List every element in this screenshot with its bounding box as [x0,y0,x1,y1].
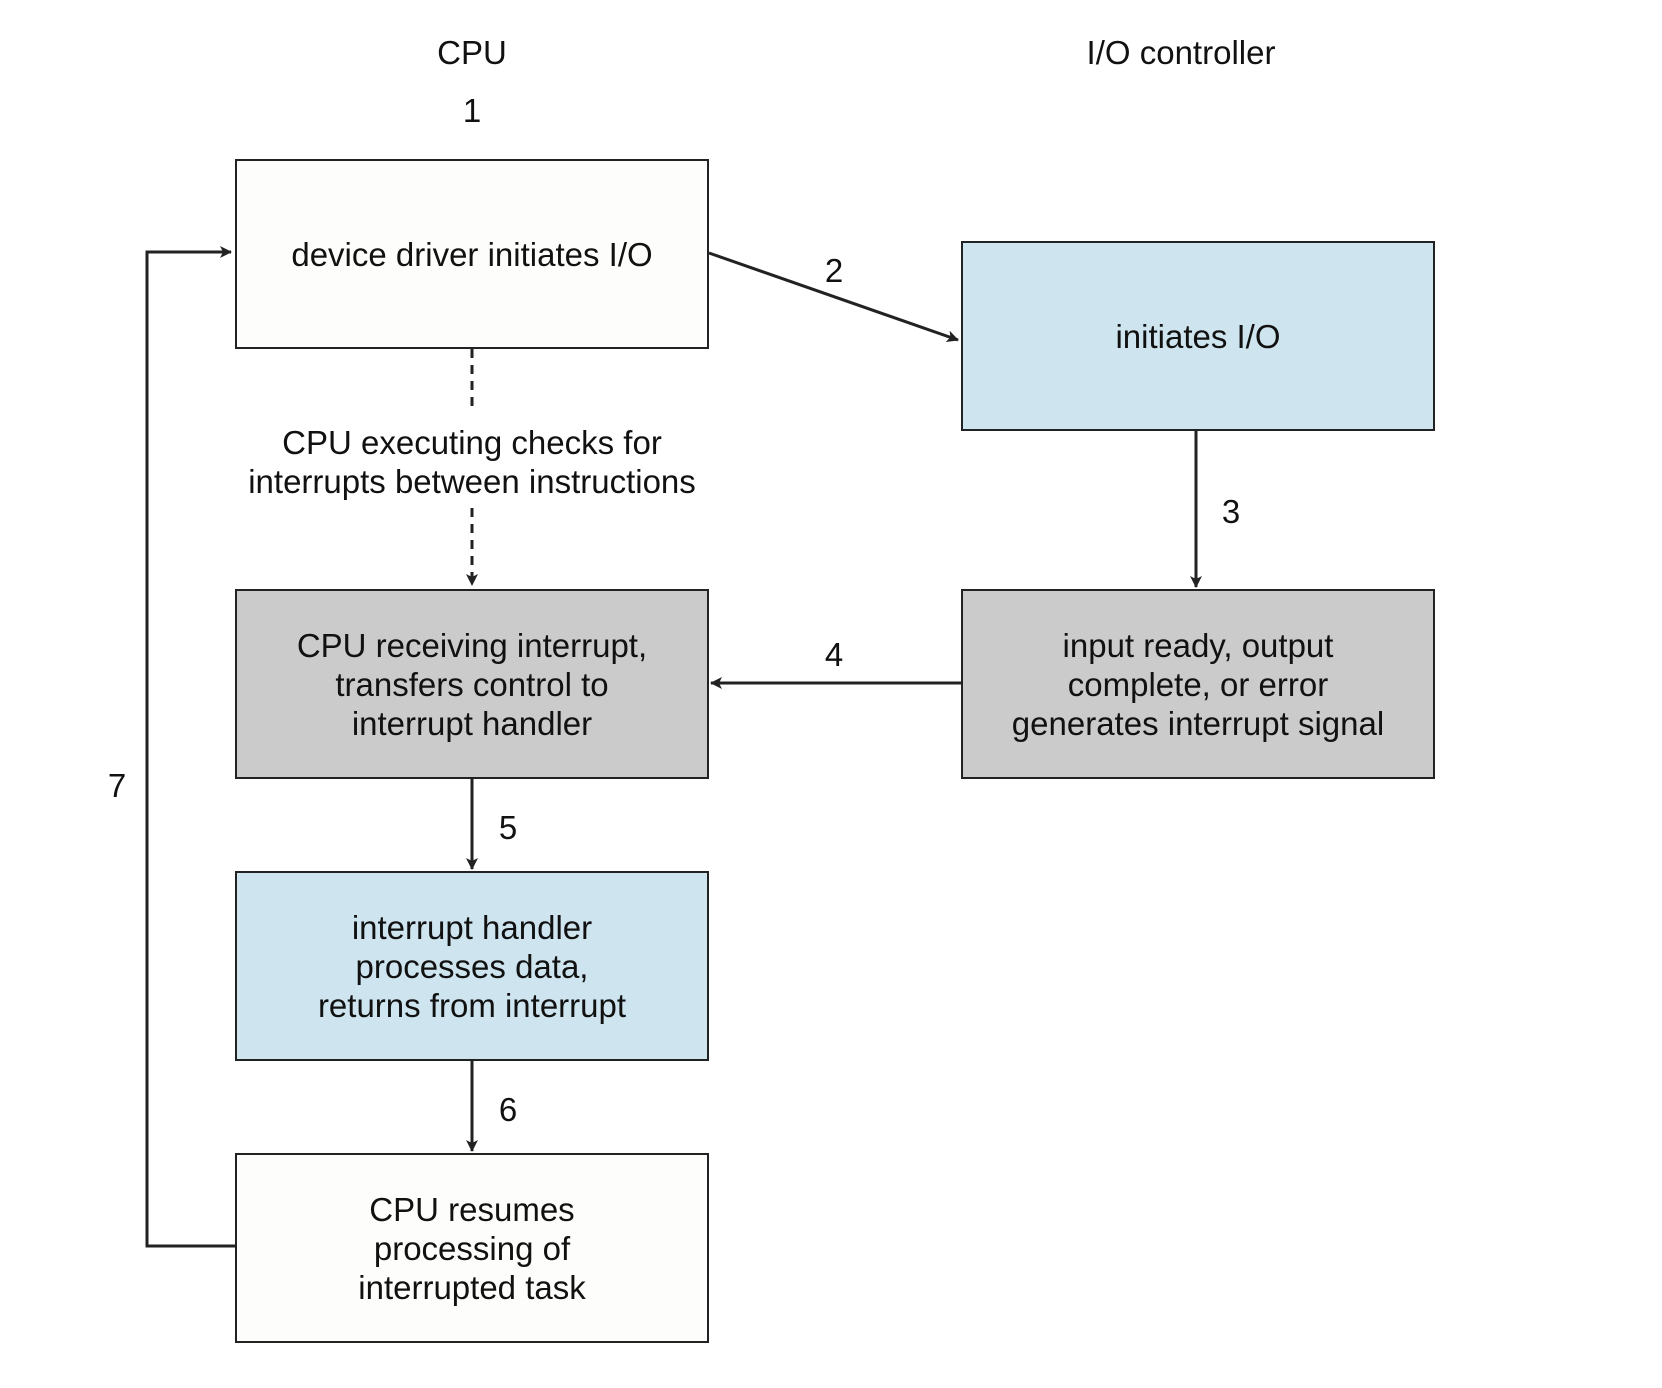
box-cpu-receiving-interrupt: CPU receiving interrupt, transfers contr… [235,589,709,779]
box-interrupt-handler-processes-text: interrupt handler processes data, return… [317,908,627,1024]
box-interrupt-handler-processes: interrupt handler processes data, return… [235,871,709,1061]
step-number-3: 3 [1221,493,1241,530]
box-cpu-resumes: CPU resumes processing of interrupted ta… [235,1153,709,1343]
arrow-step-7-loop [145,246,235,1248]
step-number-7: 7 [107,767,127,804]
box-interrupt-signal-text: input ready, output complete, or error g… [1011,626,1385,742]
step-number-5: 5 [498,809,518,846]
step-number-2: 2 [824,252,844,289]
box-cpu-resumes-text: CPU resumes processing of interrupted ta… [358,1190,586,1306]
arrow-step-2 [708,251,959,343]
column-header-cpu: CPU [437,34,507,71]
box-interrupt-signal: input ready, output complete, or error g… [961,589,1435,779]
box-device-driver-initiates-io-text: device driver initiates I/O [291,235,653,273]
column-header-io-controller: I/O controller [1086,34,1276,71]
step-number-1: 1 [462,92,482,129]
box-device-driver-initiates-io: device driver initiates I/O [235,159,709,349]
box-io-initiates-text: initiates I/O [1115,317,1281,355]
box-cpu-receiving-interrupt-text: CPU receiving interrupt, transfers contr… [296,626,648,742]
interrupt-check-annotation: CPU executing checks for interrupts betw… [248,424,696,500]
step-number-6: 6 [498,1091,518,1128]
step-number-4: 4 [824,636,844,673]
box-io-initiates: initiates I/O [961,241,1435,431]
